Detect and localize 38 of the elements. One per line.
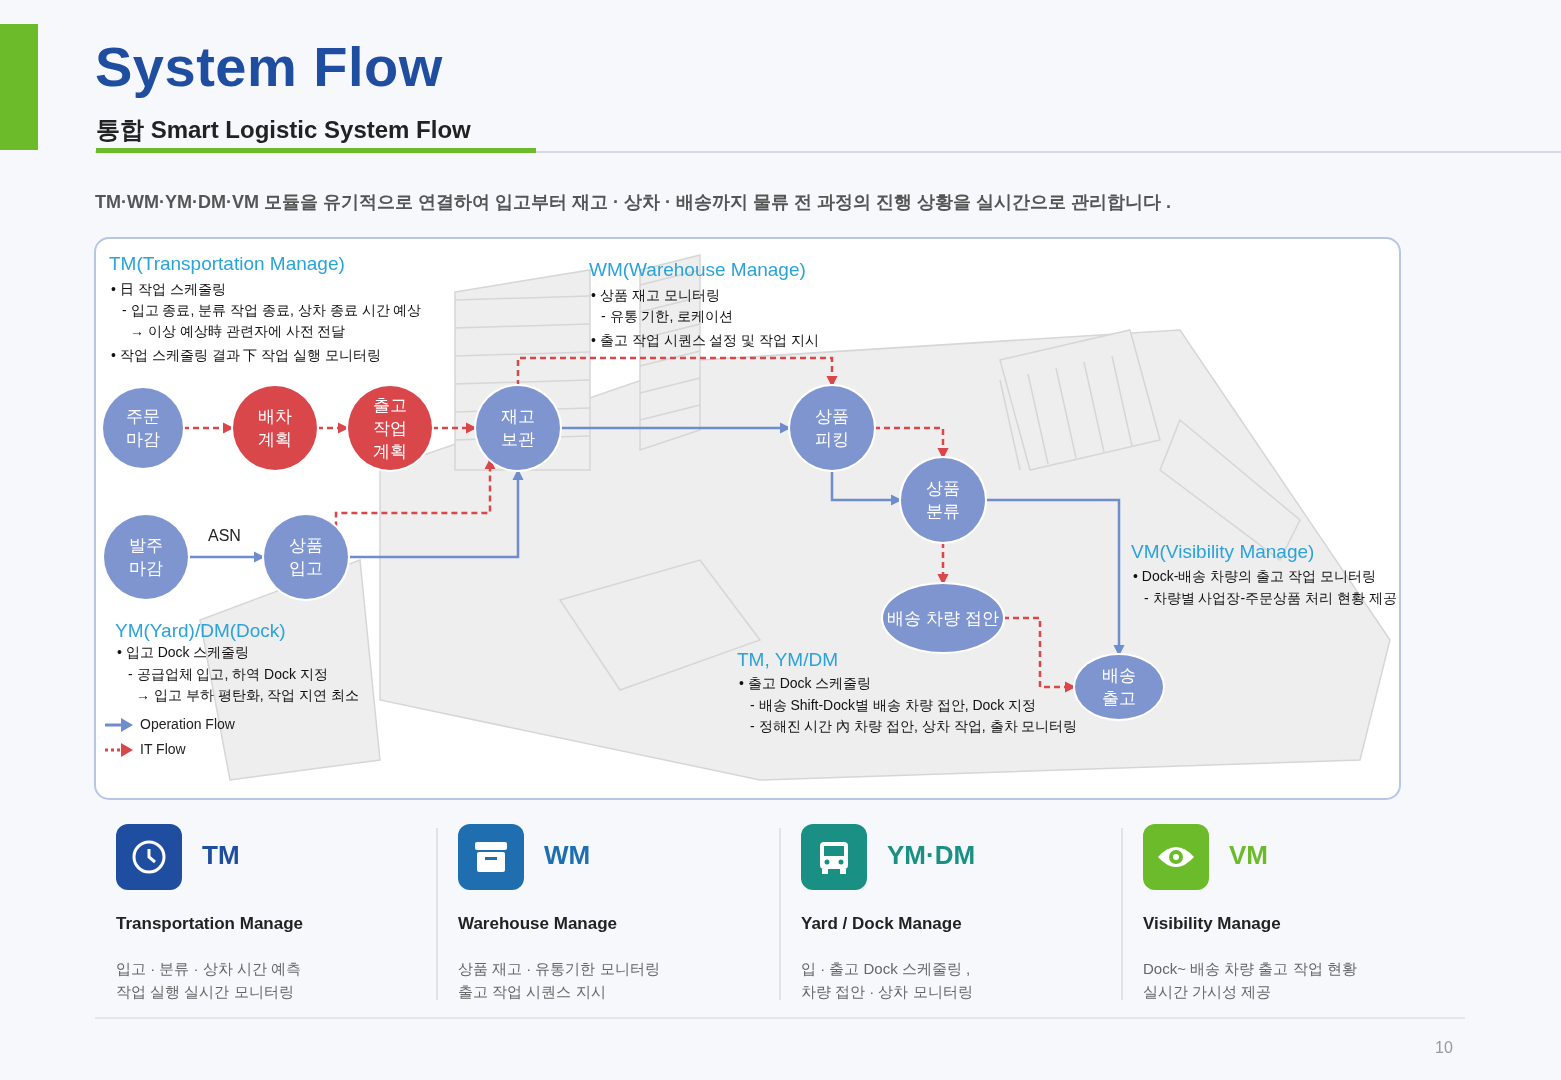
bullet-text: • 출고 Dock 스케줄링 — [739, 675, 872, 693]
note-text: → 입고 부하 평탄화, 작업 지연 최소 — [136, 687, 360, 705]
note-text: - 배송 Shift-Dock별 배송 차량 접안, Dock 지정 — [750, 697, 1037, 715]
subtitle: 통합 Smart Logistic System Flow — [96, 115, 471, 145]
card-description: 입 · 출고 Dock 스케줄링 , 차량 접안 · 상차 모니터링 — [801, 959, 974, 1002]
note-text: - 차량별 사업장-주문상품 처리 현황 제공 — [1144, 590, 1397, 608]
card-title: WM — [544, 840, 591, 871]
section-heading: VM(Visibility Manage) — [1131, 541, 1315, 563]
bullet-text: • Dock-배송 차량의 출고 작업 모니터링 — [1133, 568, 1376, 586]
title: System Flow — [95, 34, 443, 99]
note-text: → 이상 예상時 관련자에 사전 전달 — [130, 323, 346, 341]
note-text: - 공급업체 입고, 하역 Dock 지정 — [128, 666, 328, 684]
bullet-text: • 입고 Dock 스케줄링 — [117, 644, 250, 662]
card-description: Dock~ 배송 차량 출고 작업 현황 실시간 가시성 제공 — [1143, 959, 1358, 1002]
card-title: TM — [202, 840, 240, 871]
card-description: 입고 · 분류 · 상차 시간 예측 작업 실행 실시간 모니터링 — [116, 959, 302, 1002]
section-heading: TM, YM/DM — [737, 649, 838, 671]
note-text: - 입고 종료, 분류 작업 종료, 상차 종료 시간 예상 — [122, 302, 422, 320]
card-title: VM — [1229, 840, 1268, 871]
card-subtitle: Visibility Manage — [1143, 914, 1281, 934]
card-subtitle: Yard / Dock Manage — [801, 914, 962, 934]
intro-text: TM·WM·YM·DM·VM 모듈을 유기적으로 연결하여 입고부터 재고 · 상차 · 배송까지 물류 전 과정의 진행 상황을 실시간으로 관리합니다 . — [95, 191, 1171, 214]
bullet-text: • 출고 작업 시퀀스 설정 및 작업 지시 — [591, 332, 820, 350]
section-heading: YM(Yard)/DM(Dock) — [115, 620, 286, 642]
bullet-text: • 작업 스케줄링 결과 下 작업 실행 모니터링 — [111, 347, 382, 365]
bullet-text: • 상품 재고 모니터링 — [591, 287, 720, 305]
section-heading: TM(Transportation Manage) — [109, 253, 345, 275]
legend-label: IT Flow — [140, 741, 186, 757]
section-heading: WM(Warehouse Manage) — [589, 259, 806, 281]
bullet-text: • 日 작업 스케줄링 — [111, 281, 226, 299]
page-number: 10 — [1435, 1039, 1453, 1057]
note-text: - 유통 기한, 로케이션 — [601, 308, 734, 326]
card-subtitle: Transportation Manage — [116, 914, 304, 934]
card-description: 상품 재고 · 유통기한 모니터링 출고 작업 시퀀스 지시 — [458, 959, 661, 1002]
legend-label: Operation Flow — [140, 716, 235, 732]
card-subtitle: Warehouse Manage — [458, 914, 618, 934]
note-text: - 정해진 시간 內 차량 접안, 상차 작업, 출차 모니터링 — [750, 718, 1078, 736]
card-title: YM·DM — [887, 840, 976, 871]
